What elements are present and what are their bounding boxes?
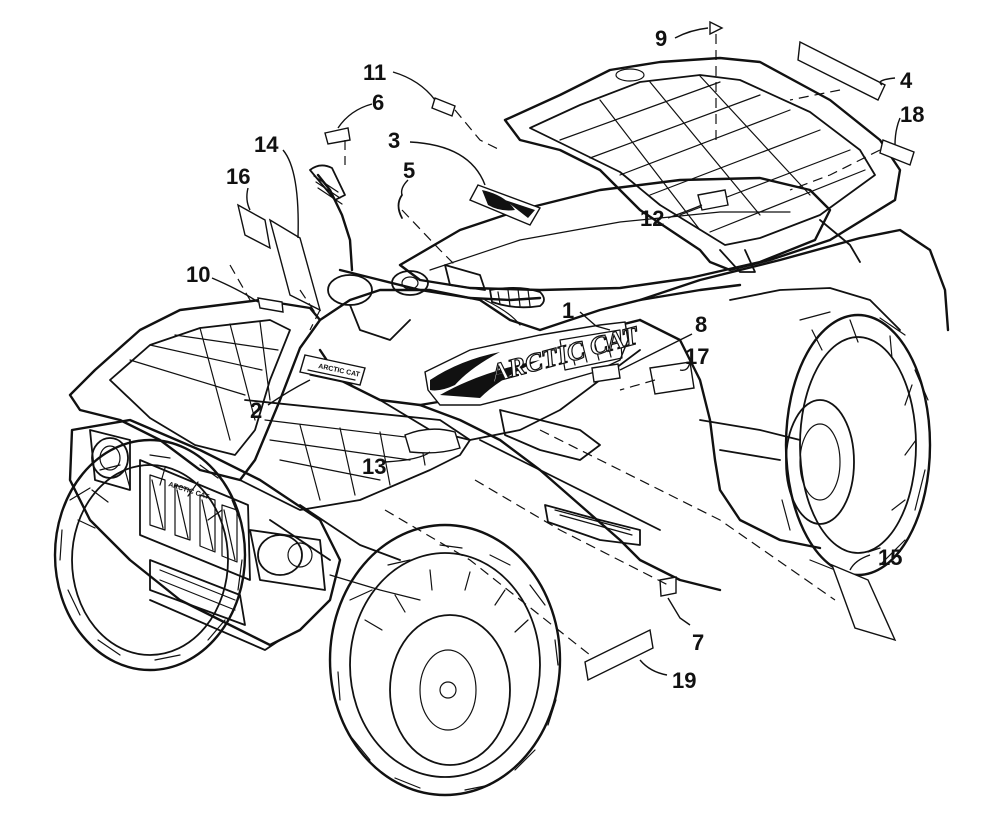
- decal-14: [268, 218, 322, 312]
- callout-2: 2: [250, 398, 262, 423]
- decal-1-swoosh-dark: [430, 352, 500, 391]
- decals-on-vehicle: ARCTIC CAT ARCTIC CAT: [299, 184, 729, 454]
- callout-12: 12: [640, 206, 664, 231]
- handlebars: [309, 164, 545, 341]
- decal-11: [431, 97, 456, 117]
- callout-16: 16: [226, 164, 250, 189]
- front-right-wheel: [328, 523, 562, 797]
- callout-labels: 1 2 3 4 5 6 7 8 9 10 11 12 13 14 15 16 1…: [186, 26, 924, 693]
- callout-11: 11: [363, 60, 386, 85]
- decal-4: [797, 40, 886, 101]
- decal-15: [830, 563, 897, 642]
- leader-lines: [211, 27, 901, 676]
- callout-4: 4: [900, 68, 913, 93]
- placement-lines: [229, 34, 881, 656]
- callout-9: 9: [655, 26, 667, 51]
- callout-13: 13: [362, 454, 386, 479]
- decal-8-small: [591, 363, 621, 383]
- front-fascia: ARCTIC CAT: [68, 418, 342, 651]
- rear-right-wheel: [781, 311, 932, 577]
- decal-13-fender: [404, 428, 461, 454]
- callout-1: 1: [562, 298, 574, 323]
- decal-16: [236, 203, 271, 250]
- rear-rack: [503, 56, 902, 273]
- callout-10: 10: [186, 262, 210, 287]
- callout-14: 14: [254, 132, 279, 157]
- front-rack: [68, 298, 471, 511]
- callout-3: 3: [388, 128, 400, 153]
- decal-10: [257, 297, 284, 313]
- callout-6: 6: [372, 90, 384, 115]
- callout-17: 17: [685, 344, 709, 369]
- decal-6: [324, 127, 351, 145]
- decal-2-warning: [299, 354, 366, 386]
- callout-18: 18: [900, 102, 924, 127]
- callout-19: 19: [672, 668, 696, 693]
- decal-19: [584, 628, 654, 682]
- callout-15: 15: [878, 545, 902, 570]
- callout-5: 5: [403, 158, 415, 183]
- floating-decals: [236, 20, 915, 682]
- callout-8: 8: [695, 312, 707, 337]
- decal-1-swoosh-dark-2: [440, 360, 540, 398]
- callout-7: 7: [692, 630, 704, 655]
- decal-12-seat: [697, 189, 729, 211]
- decal-7: [659, 576, 677, 597]
- decal-5-strip: [397, 194, 403, 219]
- decal-18: [879, 139, 915, 166]
- decal-9: [709, 20, 724, 36]
